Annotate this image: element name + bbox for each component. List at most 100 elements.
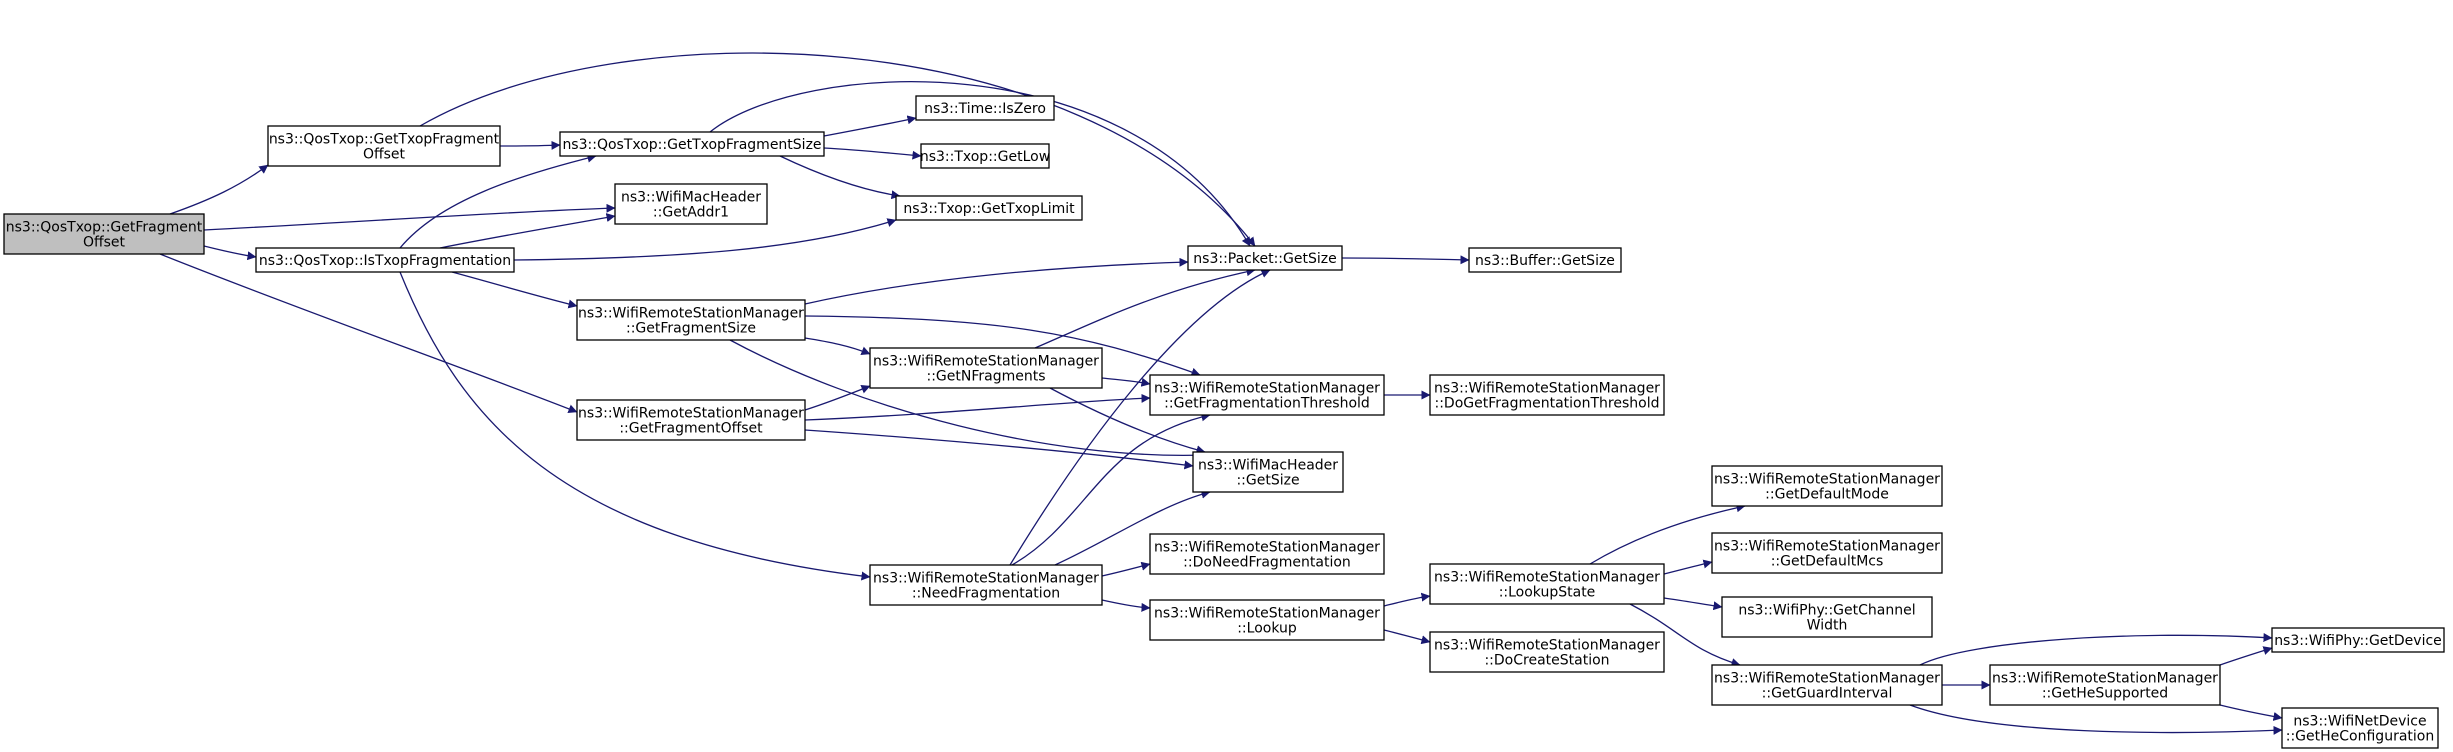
node-label: ::DoCreateStation — [1484, 653, 1609, 669]
edge-n10-n8 — [804, 257, 1189, 305]
graph-node-n25[interactable]: ns3::WifiRemoteStationManager::GetHeSupp… — [1989, 664, 2221, 706]
graph-node-n17[interactable]: ns3::WifiRemoteStationManager::DoNeedFra… — [1149, 533, 1385, 575]
edge-n19-n23 — [1663, 597, 1723, 611]
graph-node-n18[interactable]: ns3::WifiRemoteStationManager::Lookup — [1149, 599, 1385, 641]
edge-n19-n24 — [1629, 603, 1741, 667]
nodes-layer: ns3::QosTxop::GetFragmentOffsetns3::QosT… — [3, 95, 2445, 749]
node-box — [2271, 627, 2445, 653]
edge-n7-n10 — [451, 271, 578, 309]
node-label: ::LookupState — [1499, 585, 1596, 601]
graph-node-n13[interactable]: ns3::WifiRemoteStationManager::DoGetFrag… — [1429, 374, 1665, 416]
graph-node-n19[interactable]: ns3::WifiRemoteStationManager::LookupSta… — [1429, 563, 1665, 605]
node-label: ns3::Buffer::GetSize — [1475, 253, 1615, 269]
graph-node-n9[interactable]: ns3::Buffer::GetSize — [1468, 247, 1622, 273]
graph-node-n15[interactable]: ns3::WifiMacHeader::GetSize — [1192, 451, 1344, 493]
node-box — [1468, 247, 1622, 273]
edge-line — [1011, 412, 1211, 566]
graph-node-n26[interactable]: ns3::WifiPhy::GetDevice — [2271, 627, 2445, 653]
edge-n14-n12 — [804, 393, 1151, 421]
node-label: ns3::QosTxop::GetFragment — [6, 220, 203, 236]
edge-n24-n27 — [1909, 704, 2283, 735]
edge-n8-n9 — [1341, 255, 1470, 265]
node-box — [1149, 599, 1385, 641]
graph-node-n4[interactable]: ns3::Txop::GetLow — [920, 143, 1050, 169]
edge-line — [1101, 599, 1151, 612]
graph-node-n2[interactable]: ns3::QosTxop::GetTxopFragmentSize — [559, 131, 825, 157]
edge-line — [823, 147, 922, 160]
node-label: ::GetDefaultMcs — [1771, 554, 1884, 570]
graph-node-n5[interactable]: ns3::WifiMacHeader::GetAddr1 — [614, 183, 768, 225]
edge-n18-n20 — [1383, 629, 1431, 645]
edge-n14-n11 — [804, 384, 871, 411]
graph-node-n24[interactable]: ns3::WifiRemoteStationManager::GetGuardI… — [1711, 664, 1943, 706]
node-label: ::Lookup — [1237, 621, 1297, 637]
graph-node-n21[interactable]: ns3::WifiRemoteStationManager::GetDefaul… — [1711, 465, 1943, 507]
node-box — [1429, 563, 1665, 605]
graph-node-n20[interactable]: ns3::WifiRemoteStationManager::DoCreateS… — [1429, 631, 1665, 673]
node-label: ns3::WifiRemoteStationManager — [1714, 539, 1940, 555]
edge-line — [804, 257, 1189, 305]
edge-n16-n18 — [1101, 599, 1151, 612]
node-label: ns3::Txop::GetLow — [920, 149, 1050, 165]
edge-line — [399, 153, 597, 249]
graph-node-n7[interactable]: ns3::QosTxop::IsTxopFragmentation — [255, 247, 515, 273]
node-box — [1721, 596, 1933, 638]
node-label: ns3::WifiRemoteStationManager — [1992, 671, 2218, 687]
node-label: ns3::WifiPhy::GetDevice — [2274, 633, 2442, 649]
node-label: ::GetAddr1 — [653, 205, 729, 221]
node-label: ::GetHeConfiguration — [2286, 729, 2434, 745]
node-box — [915, 95, 1055, 121]
node-label: ns3::Packet::GetSize — [1193, 251, 1336, 267]
graph-node-n16[interactable]: ns3::WifiRemoteStationManager::NeedFragm… — [869, 564, 1103, 606]
node-label: ::GetGuardInterval — [1762, 686, 1893, 702]
edge-line — [804, 384, 871, 411]
edge-line — [1101, 561, 1151, 577]
node-box — [2281, 707, 2439, 749]
graph-node-n0: ns3::QosTxop::GetFragmentOffset — [3, 213, 205, 255]
node-box — [267, 125, 501, 167]
edge-line — [1919, 632, 2273, 666]
node-box — [869, 347, 1103, 389]
graph-node-n8[interactable]: ns3::Packet::GetSize — [1187, 245, 1343, 271]
node-label: ::GetFragmentationThreshold — [1164, 396, 1370, 412]
node-label: ::GetNFragments — [926, 369, 1045, 385]
graph-node-n12[interactable]: ns3::WifiRemoteStationManager::GetFragme… — [1149, 374, 1385, 416]
edge-line — [1629, 603, 1741, 667]
node-label: ns3::WifiRemoteStationManager — [873, 571, 1099, 587]
node-label: ns3::QosTxop::GetTxopFragment — [269, 132, 500, 148]
edge-line — [203, 203, 616, 231]
node-box — [920, 143, 1050, 169]
edges-layer — [159, 52, 2283, 735]
node-label: ns3::QosTxop::IsTxopFragmentation — [259, 253, 511, 269]
edge-n19-n21 — [1589, 503, 1746, 565]
node-box — [3, 213, 205, 255]
edge-n0-n7 — [203, 245, 257, 261]
edge-n2-n6 — [779, 155, 901, 200]
graph-node-n6[interactable]: ns3::Txop::GetTxopLimit — [895, 195, 1083, 221]
node-label: ns3::WifiRemoteStationManager — [1714, 472, 1940, 488]
edge-line — [1589, 503, 1746, 565]
node-box — [1187, 245, 1343, 271]
edge-line — [1054, 489, 1211, 566]
node-label: ns3::WifiRemoteStationManager — [578, 406, 804, 422]
node-label: ns3::QosTxop::GetTxopFragmentSize — [562, 137, 821, 153]
edge-n2-n3 — [823, 115, 917, 137]
edge-n16-n17 — [1101, 561, 1151, 577]
graph-node-n3[interactable]: ns3::Time::IsZero — [915, 95, 1055, 121]
edge-line — [729, 339, 1206, 460]
graph-node-n14[interactable]: ns3::WifiRemoteStationManager::GetFragme… — [576, 399, 806, 441]
edge-line — [169, 164, 269, 215]
graph-node-n11[interactable]: ns3::WifiRemoteStationManager::GetNFragm… — [869, 347, 1103, 389]
node-label: ns3::WifiRemoteStationManager — [1434, 638, 1660, 654]
node-label: ::GetSize — [1236, 473, 1299, 489]
node-box — [614, 183, 768, 225]
node-label: ::GetFragmentSize — [626, 321, 756, 337]
graph-node-n10[interactable]: ns3::WifiRemoteStationManager::GetFragme… — [576, 299, 806, 341]
edge-n10-n15 — [729, 339, 1206, 460]
node-box — [1711, 532, 1943, 574]
graph-node-n22[interactable]: ns3::WifiRemoteStationManager::GetDefaul… — [1711, 532, 1943, 574]
graph-node-n27[interactable]: ns3::WifiNetDevice::GetHeConfiguration — [2281, 707, 2439, 749]
